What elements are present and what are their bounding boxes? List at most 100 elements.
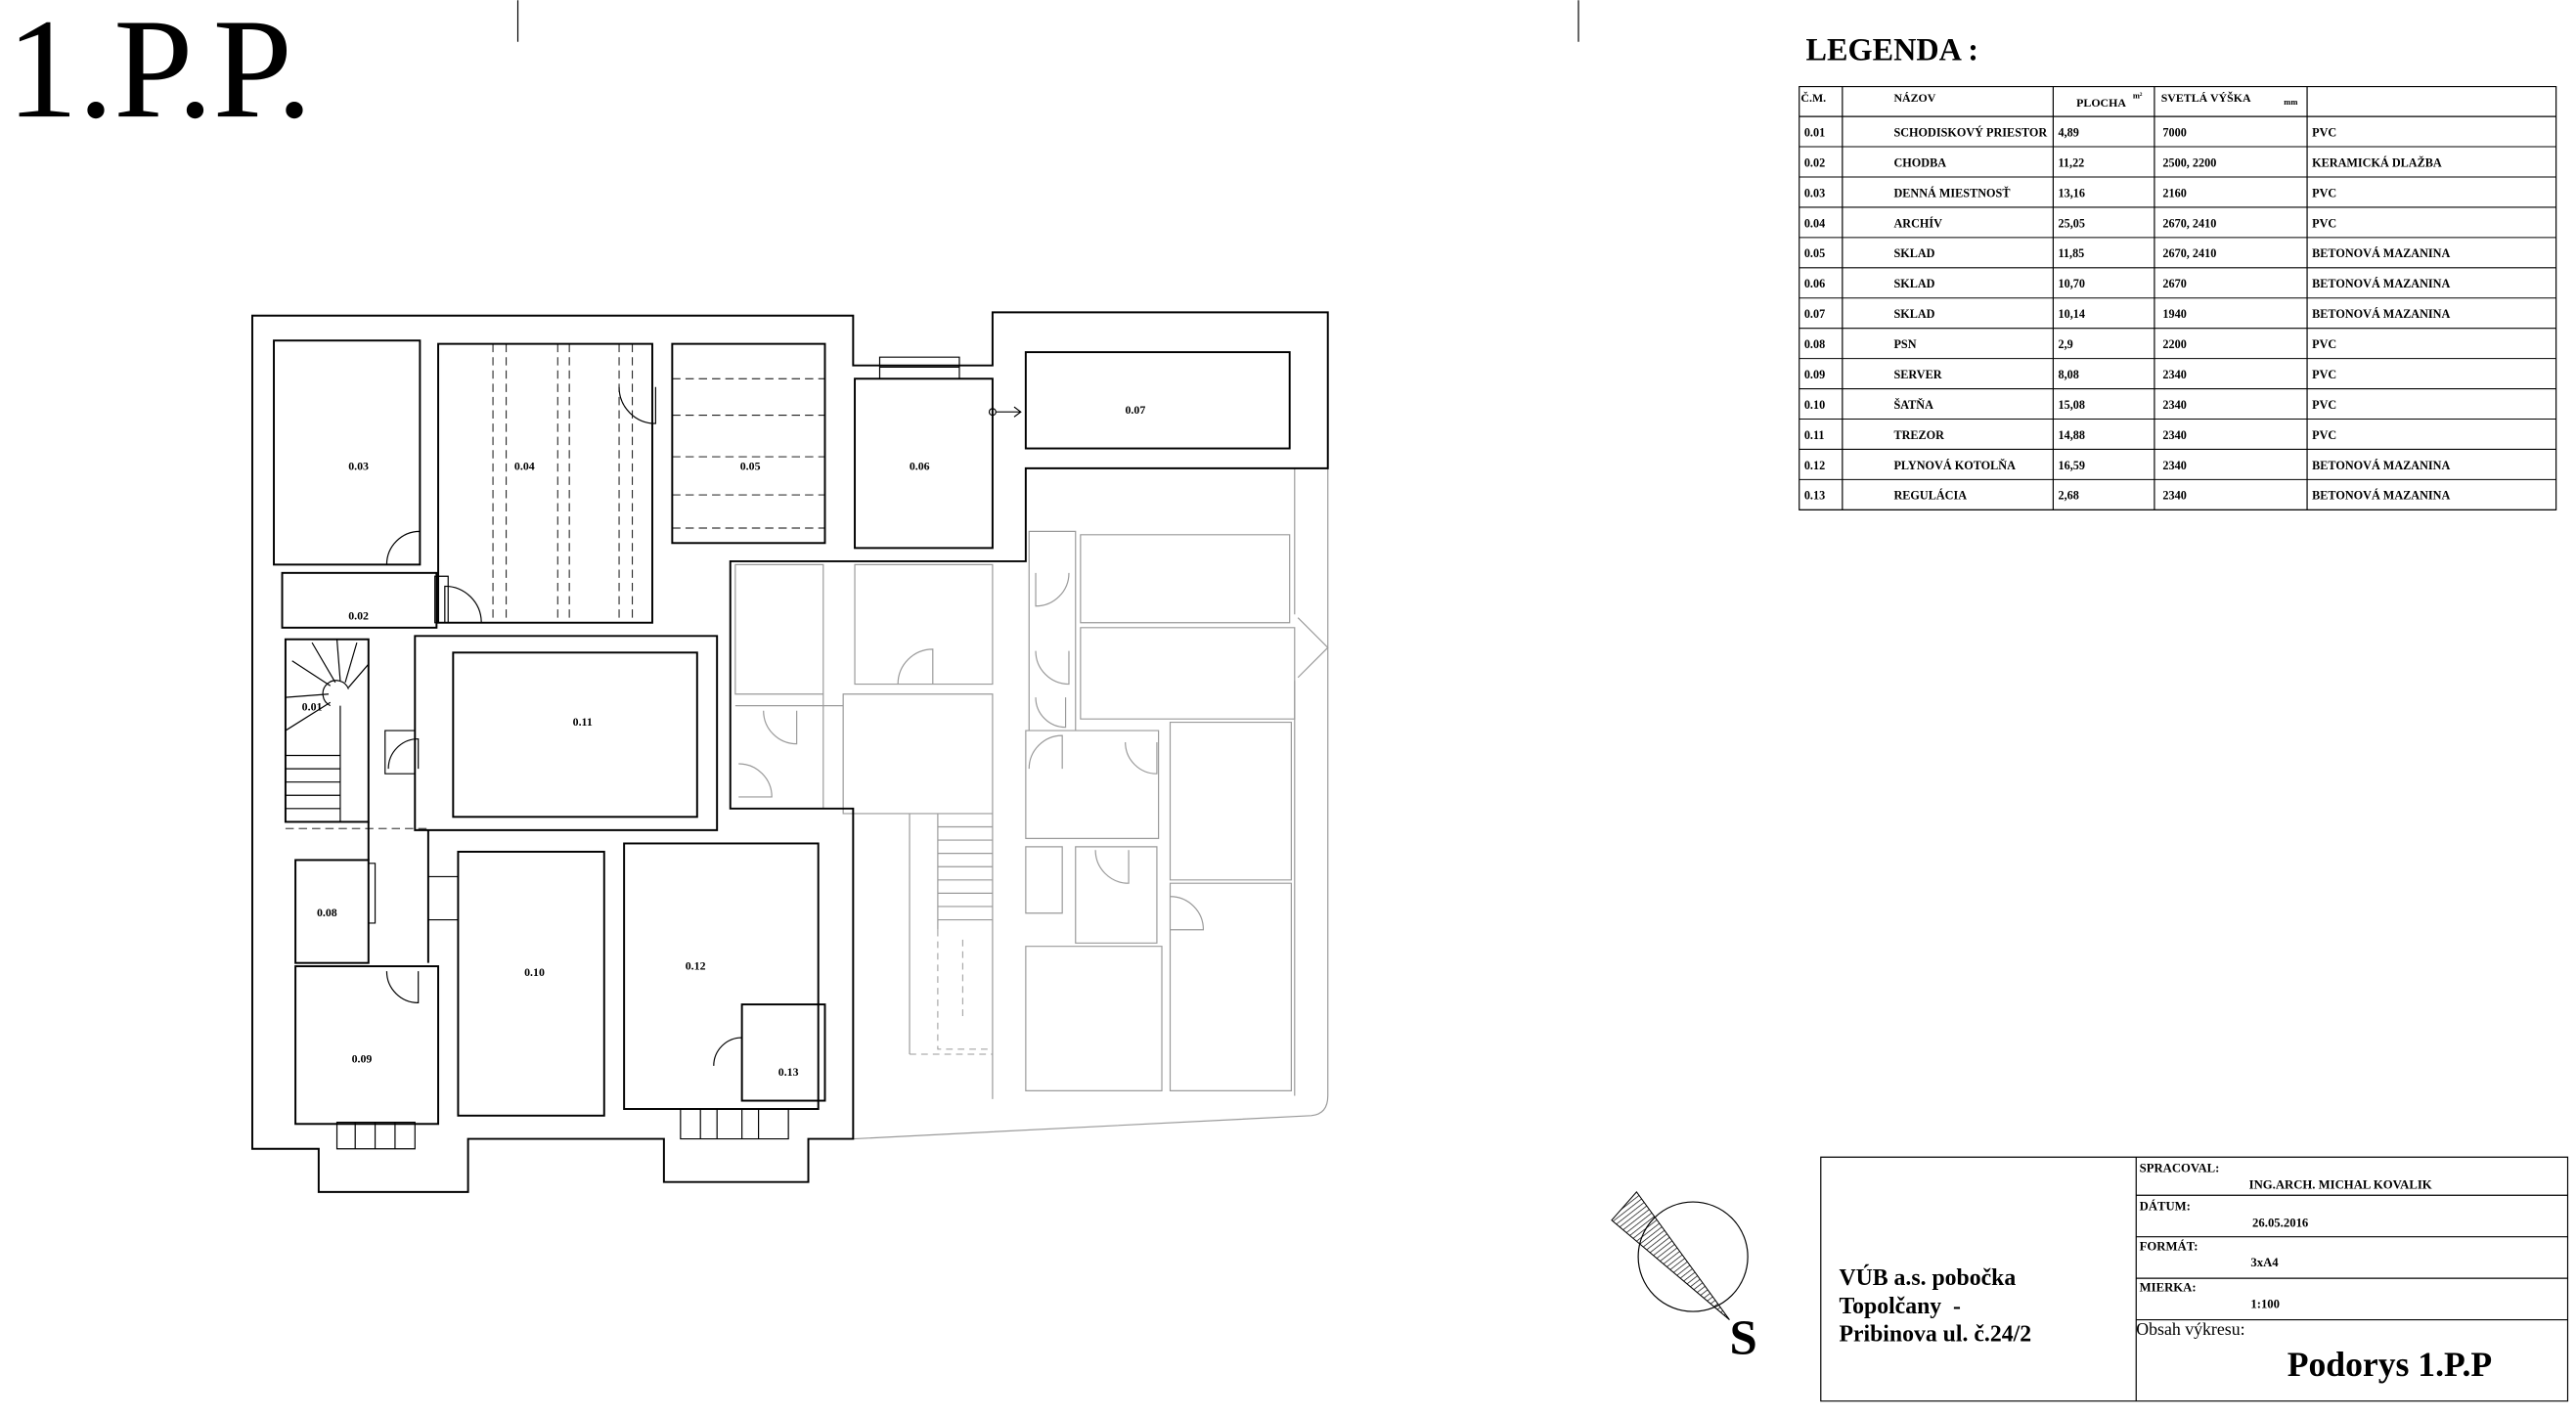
neighbor-arrow-icon bbox=[1297, 617, 1329, 679]
room-label-0-04: 0.04 bbox=[514, 460, 535, 473]
neighbor-building bbox=[734, 467, 1329, 1140]
legend-cell-material: BETONOVÁ MAZANINA bbox=[2312, 277, 2450, 290]
room-label-0-05: 0.05 bbox=[740, 460, 761, 473]
legend-cell-name: DENNÁ MIESTNOSŤ bbox=[1893, 186, 2010, 199]
north-arrow: S bbox=[1611, 1191, 1757, 1366]
legend-cell-material: BETONOVÁ MAZANINA bbox=[2312, 246, 2450, 260]
drawing-content-value: Podorys 1.P.P bbox=[2287, 1345, 2492, 1384]
legend-cell-number: 0.07 bbox=[1804, 307, 1825, 321]
legend-cell-height: 2160 bbox=[2162, 186, 2186, 199]
field-label-date: DÁTUM: bbox=[2140, 1200, 2191, 1214]
room-label-0-10: 0.10 bbox=[524, 965, 545, 979]
legend-cell-material: PVC bbox=[2312, 125, 2336, 139]
legend-cell-material: PVC bbox=[2312, 186, 2336, 199]
legend-cell-number: 0.01 bbox=[1804, 125, 1825, 139]
legend-cell-area: 2,9 bbox=[2058, 337, 2072, 351]
legend-cell-number: 0.10 bbox=[1804, 398, 1825, 412]
spiral-stairs bbox=[285, 639, 370, 822]
legend-cell-height: 2340 bbox=[2162, 459, 2186, 472]
legend-cell-height: 2340 bbox=[2162, 398, 2186, 412]
legend-cell-name: TREZOR bbox=[1893, 428, 1944, 442]
legend-header-row: Č.M. NÁZOV PLOCHA m² SVETLÁ VÝŠKA mm bbox=[1800, 90, 2297, 109]
legend-header-area: PLOCHA bbox=[2076, 96, 2126, 110]
room-label-0-02: 0.02 bbox=[348, 608, 369, 622]
north-arrow-circle bbox=[1637, 1201, 1749, 1312]
legend-cell-area: 11,22 bbox=[2058, 155, 2084, 169]
legend-cell-name: SKLAD bbox=[1893, 307, 1934, 321]
field-label-scale: MIERKA: bbox=[2140, 1281, 2197, 1295]
legend-cell-height: 1940 bbox=[2162, 307, 2186, 321]
legend-cell-area: 2,68 bbox=[2058, 489, 2078, 503]
legend-cell-number: 0.02 bbox=[1804, 155, 1825, 169]
room-label-0-07: 0.07 bbox=[1125, 403, 1145, 417]
outer-wall bbox=[250, 311, 1329, 1193]
project-name-line-1: VÚB a.s. pobočka bbox=[1839, 1264, 2016, 1291]
wall-openings bbox=[368, 575, 460, 924]
legend-cell-number: 0.11 bbox=[1804, 428, 1825, 442]
legend-cell-material: KERAMICKÁ DLAŽBA bbox=[2312, 155, 2442, 169]
legend-cell-height: 2670, 2410 bbox=[2162, 246, 2216, 260]
room-label-0-06: 0.06 bbox=[910, 460, 930, 473]
legend-cell-name: REGULÁCIA bbox=[1893, 489, 1967, 503]
legend-cell-name: SKLAD bbox=[1893, 277, 1934, 290]
legend-header-height: SVETLÁ VÝŠKA bbox=[2161, 91, 2251, 105]
north-arrow-pointer-icon bbox=[1611, 1191, 1730, 1320]
room-label-0-09: 0.09 bbox=[352, 1051, 373, 1065]
field-value-author: ING.ARCH. MICHAL KOVALIK bbox=[2249, 1177, 2432, 1191]
legend-cell-material: PVC bbox=[2312, 337, 2336, 351]
legend-cell-area: 14,88 bbox=[2058, 428, 2084, 442]
legend-cell-area: 8,08 bbox=[2058, 368, 2078, 381]
legend-cell-name: ŠATŇA bbox=[1893, 398, 1933, 412]
room-label-0-08: 0.08 bbox=[317, 906, 337, 919]
room-0-07-outline bbox=[1024, 351, 1291, 450]
legend-cell-material: BETONOVÁ MAZANINA bbox=[2312, 489, 2450, 503]
room-0-10-outline bbox=[457, 850, 605, 1117]
neighbor-stairs-hidden bbox=[910, 929, 993, 1055]
room-0-13-outline bbox=[740, 1003, 826, 1102]
legend-cell-height: 2500, 2200 bbox=[2162, 155, 2216, 169]
project-name-line-3: Pribinova ul. č.24/2 bbox=[1839, 1322, 2031, 1348]
legend-cell-area: 4,89 bbox=[2058, 125, 2078, 139]
room-label-0-12: 0.12 bbox=[686, 958, 706, 972]
flow-arrow-icon bbox=[988, 406, 1022, 418]
room-0-02-outline bbox=[281, 571, 438, 629]
legend-title: LEGENDA : bbox=[1806, 31, 1978, 66]
floor-title: 1.P.P. bbox=[7, 0, 312, 148]
legend-cell-area: 10,14 bbox=[2058, 307, 2084, 321]
legend: LEGENDA : Č.M. NÁZOV PLOCHA m² SVETLÁ VÝ… bbox=[1799, 31, 2557, 510]
room-label-0-01: 0.01 bbox=[302, 700, 323, 714]
legend-header-area-unit: m² bbox=[2133, 90, 2143, 100]
legend-cell-height: 2670 bbox=[2162, 277, 2186, 290]
title-block: VÚB a.s. pobočka Topolčany - Pribinova u… bbox=[1820, 1156, 2569, 1402]
legend-cell-name: SCHODISKOVÝ PRIESTOR bbox=[1893, 125, 2047, 139]
legend-cell-number: 0.12 bbox=[1804, 459, 1825, 472]
room-0-05-outline bbox=[671, 342, 826, 545]
room-label-0-13: 0.13 bbox=[778, 1065, 799, 1079]
room-0-04-outline bbox=[437, 342, 653, 624]
neighbor-outline bbox=[853, 467, 1329, 1140]
legend-cell-name: CHODBA bbox=[1893, 155, 1946, 169]
legend-cell-material: BETONOVÁ MAZANINA bbox=[2312, 459, 2450, 472]
room-0-09-outline bbox=[294, 965, 440, 1126]
legend-cell-area: 10,70 bbox=[2058, 277, 2084, 290]
sheet-border-ticks bbox=[516, 0, 1579, 42]
room-0-03-outline bbox=[273, 339, 422, 566]
legend-cell-material: PVC bbox=[2312, 368, 2336, 381]
legend-cell-number: 0.03 bbox=[1804, 186, 1825, 199]
neighbor-door-swings bbox=[738, 572, 1205, 931]
legend-cell-area: 16,59 bbox=[2058, 459, 2084, 472]
legend-cell-number: 0.05 bbox=[1804, 246, 1825, 260]
legend-cell-area: 25,05 bbox=[2058, 216, 2084, 230]
field-value-format: 3xA4 bbox=[2250, 1256, 2279, 1269]
legend-header-height-unit: mm bbox=[2284, 97, 2297, 107]
